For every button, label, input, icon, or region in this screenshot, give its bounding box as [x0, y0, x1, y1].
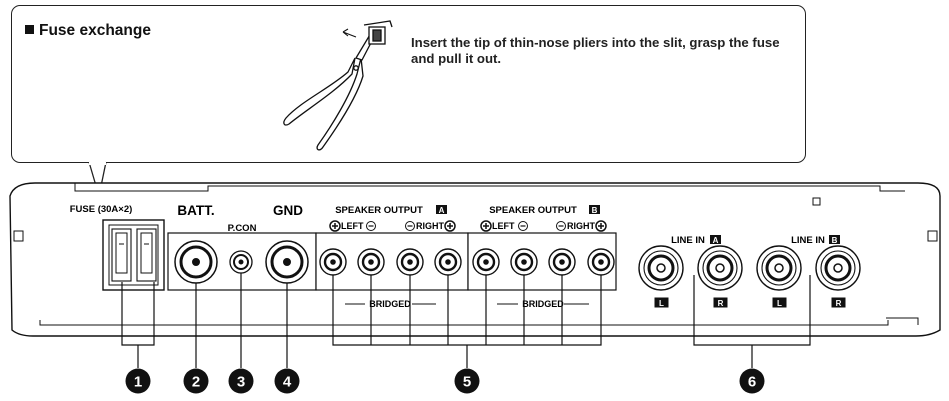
- speaker-b-bridged-label: BRIDGED: [522, 299, 564, 309]
- speaker-output-b-block: [467, 232, 617, 305]
- line-in-b-l-label: L: [777, 299, 782, 308]
- fuse-exchange-instruction: Insert the tip of thin-nose pliers into …: [411, 35, 780, 66]
- callout-2-number: 2: [192, 374, 200, 391]
- speaker-b-left-label: LEFT: [492, 221, 515, 231]
- speaker-output-a-channel: A: [439, 206, 445, 215]
- fuse-exchange-callout: [11, 5, 806, 163]
- callout-5-number: 5: [463, 374, 471, 391]
- leader-lines: [121, 273, 811, 368]
- fuse-holder: [102, 219, 165, 291]
- callout-3-circle: [228, 368, 254, 394]
- fuse-label: FUSE (30A×2): [70, 204, 133, 215]
- channel-b-box: [589, 205, 600, 214]
- speaker-output-a-block: [315, 232, 469, 305]
- speaker-output-a-title: SPEAKER OUTPUT: [335, 205, 423, 216]
- plus-glyph: [332, 223, 338, 229]
- line-in-a-title: LINE IN: [671, 235, 705, 246]
- callout-6-circle: [739, 368, 765, 394]
- callout-2-circle: [183, 368, 209, 394]
- fuse-exchange-heading: Fuse exchange: [25, 22, 151, 40]
- callout-3-number: 3: [237, 374, 245, 391]
- callout-4-circle: [274, 368, 300, 394]
- line-in-a-channel: A: [713, 236, 719, 245]
- speaker-a-left-label: LEFT: [341, 221, 364, 231]
- pliers-illustration: [283, 20, 393, 151]
- speaker-output-b-title: SPEAKER OUTPUT: [489, 205, 577, 216]
- heading-text: Fuse exchange: [39, 22, 151, 39]
- callout-4-number: 4: [283, 374, 292, 391]
- pcon-label: P.CON: [228, 223, 257, 234]
- callout-6-number: 6: [748, 374, 756, 391]
- channel-a-box: [436, 205, 447, 214]
- line-in-a-l-label: L: [659, 299, 664, 308]
- speaker-b-right-label: RIGHT: [567, 221, 596, 231]
- gnd-label: GND: [273, 203, 303, 218]
- line-in-b-channel: B: [832, 236, 838, 245]
- line-in-b-r-label: R: [836, 299, 842, 308]
- plus-glyph: [598, 223, 604, 229]
- line-in-jacks: [638, 245, 861, 308]
- line-in-b-box: [829, 235, 840, 244]
- plus-glyph: [483, 223, 489, 229]
- callout-1-circle: [125, 368, 151, 394]
- speaker-a-right-label: RIGHT: [416, 221, 445, 231]
- plus-glyph: [447, 223, 453, 229]
- line-in-b-title: LINE IN: [791, 235, 825, 246]
- square-bullet-icon: [25, 25, 34, 34]
- line-in-a-box: [710, 235, 721, 244]
- speaker-a-bridged-label: BRIDGED: [369, 299, 411, 309]
- callout-1-number: 1: [134, 374, 142, 391]
- line-in-a-r-label: R: [718, 299, 724, 308]
- power-terminal-block: [167, 232, 317, 291]
- callout-5-circle: [454, 368, 480, 394]
- speaker-output-b-channel: B: [592, 206, 598, 215]
- batt-label: BATT.: [177, 203, 214, 218]
